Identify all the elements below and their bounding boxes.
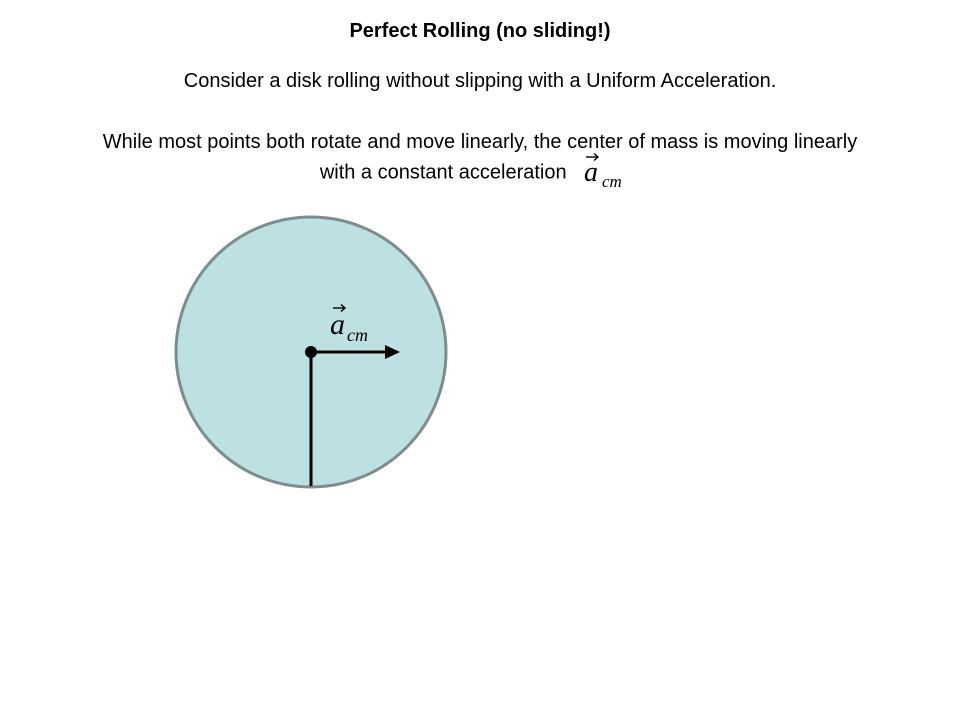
vector-arrow-head xyxy=(593,152,600,162)
acceleration-equation-inline: a cm xyxy=(584,152,622,189)
equation-subscript: cm xyxy=(602,172,622,189)
equation-symbol: a xyxy=(584,157,598,188)
label-vector-arrow-head xyxy=(340,303,347,313)
slide-title: Perfect Rolling (no sliding!) xyxy=(349,20,611,42)
center-of-mass-dot xyxy=(305,346,317,358)
acceleration-label: a cm xyxy=(330,303,368,345)
label-symbol: a xyxy=(330,308,345,341)
explanation-line-1: While most points both rotate and move l… xyxy=(102,131,858,153)
intro-text: Consider a disk rolling without slipping… xyxy=(183,70,777,92)
acceleration-arrow-head xyxy=(385,345,400,359)
explanation-text: While most points both rotate and move l… xyxy=(0,128,960,189)
label-subscript: cm xyxy=(347,325,368,345)
explanation-line-2: with a constant acceleration xyxy=(319,161,567,184)
